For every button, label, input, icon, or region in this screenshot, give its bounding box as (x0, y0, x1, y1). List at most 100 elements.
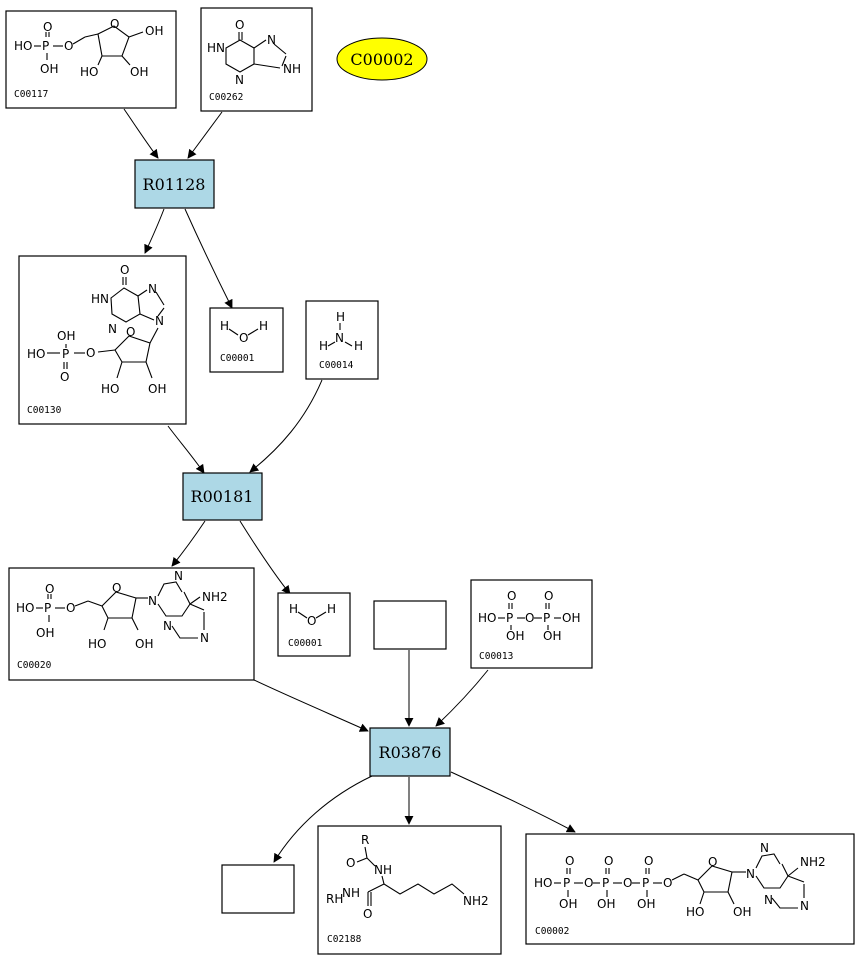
structure-c00020: HO P O OH O O HO OH N N N N (16, 569, 228, 651)
compound-c00001-b[interactable]: H O H C00001 (277, 592, 351, 657)
svg-text:HO: HO (101, 382, 119, 396)
svg-text:O: O (565, 854, 574, 868)
structure-c00130: O HN N N N O O P OH HO O (27, 263, 166, 396)
structure-c02188: R O NH NH RH O NH2 (326, 833, 489, 921)
compound-box (8, 567, 255, 681)
compound-c00002[interactable]: HO P O OH O P O OH O P O OH (525, 833, 855, 945)
structure-c00002: HO P O OH O P O OH O P O OH (534, 841, 826, 919)
svg-text:O: O (64, 39, 73, 53)
svg-text:N: N (764, 893, 773, 907)
compound-c00117[interactable]: HO P O OH O O OH HO OH C00117 (5, 10, 177, 109)
svg-text:OH: OH (637, 897, 655, 911)
structure-c00117: HO P O OH O O OH HO OH (14, 17, 163, 79)
svg-text:NH2: NH2 (202, 590, 228, 604)
svg-text:NH: NH (342, 886, 360, 900)
svg-text:N: N (200, 631, 209, 645)
svg-text:O: O (45, 582, 54, 596)
svg-text:N: N (746, 867, 755, 881)
svg-text:OH: OH (148, 382, 166, 396)
svg-text:OH: OH (562, 611, 580, 625)
highlight-label: C00002 (350, 50, 413, 69)
svg-text:HO: HO (27, 347, 45, 361)
compound-box (5, 10, 177, 109)
compound-c00020[interactable]: HO P O OH O O HO OH N N N N (8, 567, 255, 681)
svg-text:O: O (525, 611, 534, 625)
svg-text:N: N (335, 331, 344, 345)
svg-text:O: O (86, 346, 95, 360)
reaction-r01128[interactable]: R01128 (134, 159, 215, 209)
svg-text:N: N (163, 619, 172, 633)
reaction-label: R01128 (143, 175, 206, 194)
edge-r03876-unlabeled-bottom (273, 775, 373, 863)
svg-text:P: P (506, 611, 513, 625)
compound-box (317, 825, 502, 955)
svg-text:P: P (62, 347, 69, 361)
compound-c00001-a[interactable]: H O H C00001 (209, 307, 284, 373)
unlabeled-compound-top[interactable] (373, 600, 447, 650)
edge-r01128-c00130 (144, 208, 165, 254)
svg-text:HO: HO (16, 601, 34, 615)
svg-text:NH2: NH2 (800, 855, 826, 869)
reaction-label: R00181 (191, 487, 254, 506)
svg-text:O: O (110, 17, 119, 31)
svg-text:O: O (66, 601, 75, 615)
svg-text:HN: HN (207, 41, 225, 55)
compound-id: C00020 (17, 660, 52, 671)
svg-text:N: N (267, 33, 276, 47)
compound-box (18, 255, 187, 425)
svg-text:O: O (623, 876, 632, 890)
svg-text:OH: OH (543, 629, 561, 643)
edge-c00014-r00181 (249, 379, 323, 473)
svg-text:H: H (220, 319, 229, 333)
svg-text:O: O (120, 263, 129, 277)
svg-text:N: N (148, 282, 157, 296)
reaction-r00181[interactable]: R00181 (182, 472, 263, 521)
compound-box (470, 579, 593, 669)
edge-r00181-c00020 (171, 520, 206, 567)
edge-c00130-r00181 (167, 425, 205, 474)
compound-id: C00262 (209, 92, 243, 103)
svg-text:O: O (43, 20, 52, 34)
compound-c00130[interactable]: O HN N N N O O P OH HO O (18, 255, 187, 425)
highlight-node[interactable]: C00002 (336, 37, 428, 81)
svg-text:O: O (126, 325, 135, 339)
svg-text:NH2: NH2 (463, 894, 489, 908)
svg-text:OH: OH (130, 65, 148, 79)
reaction-r03876[interactable]: R03876 (369, 727, 451, 777)
svg-text:OH: OH (506, 629, 524, 643)
svg-text:HN: HN (91, 292, 109, 306)
structure-c00013: HO P O OH O P O OH OH (478, 589, 580, 643)
svg-text:OH: OH (40, 62, 58, 76)
svg-text:OH: OH (733, 905, 751, 919)
compound-box (277, 592, 351, 657)
svg-text:O: O (644, 854, 653, 868)
svg-text:OH: OH (145, 24, 163, 38)
svg-text:NH: NH (374, 863, 392, 877)
svg-text:H: H (289, 602, 298, 616)
svg-text:N: N (174, 569, 183, 583)
compound-c00013[interactable]: HO P O OH O P O OH OH C00013 (470, 579, 593, 669)
svg-text:H: H (259, 319, 268, 333)
svg-text:O: O (584, 876, 593, 890)
edge-r03876-c00002 (450, 771, 576, 833)
svg-text:NH: NH (283, 62, 301, 76)
compound-c02188[interactable]: R O NH NH RH O NH2 C02188 (317, 825, 502, 955)
svg-text:OH: OH (57, 329, 75, 343)
svg-text:OH: OH (36, 626, 54, 640)
compound-id: C00014 (319, 360, 354, 371)
svg-text:H: H (319, 339, 328, 353)
compound-id: C00013 (479, 651, 513, 662)
compound-id: C00001 (220, 353, 255, 364)
svg-text:HO: HO (14, 39, 32, 53)
compound-c00014[interactable]: H N H H C00014 (305, 300, 379, 380)
svg-text:O: O (112, 581, 121, 595)
svg-text:N: N (760, 841, 769, 855)
compound-box (305, 300, 379, 380)
unlabeled-compound-bottom[interactable] (221, 864, 295, 914)
reaction-box (134, 159, 215, 209)
compound-c00262[interactable]: O HN N N NH C00262 (200, 7, 313, 112)
svg-text:HO: HO (686, 905, 704, 919)
svg-text:HO: HO (88, 637, 106, 651)
svg-text:OH: OH (597, 897, 615, 911)
